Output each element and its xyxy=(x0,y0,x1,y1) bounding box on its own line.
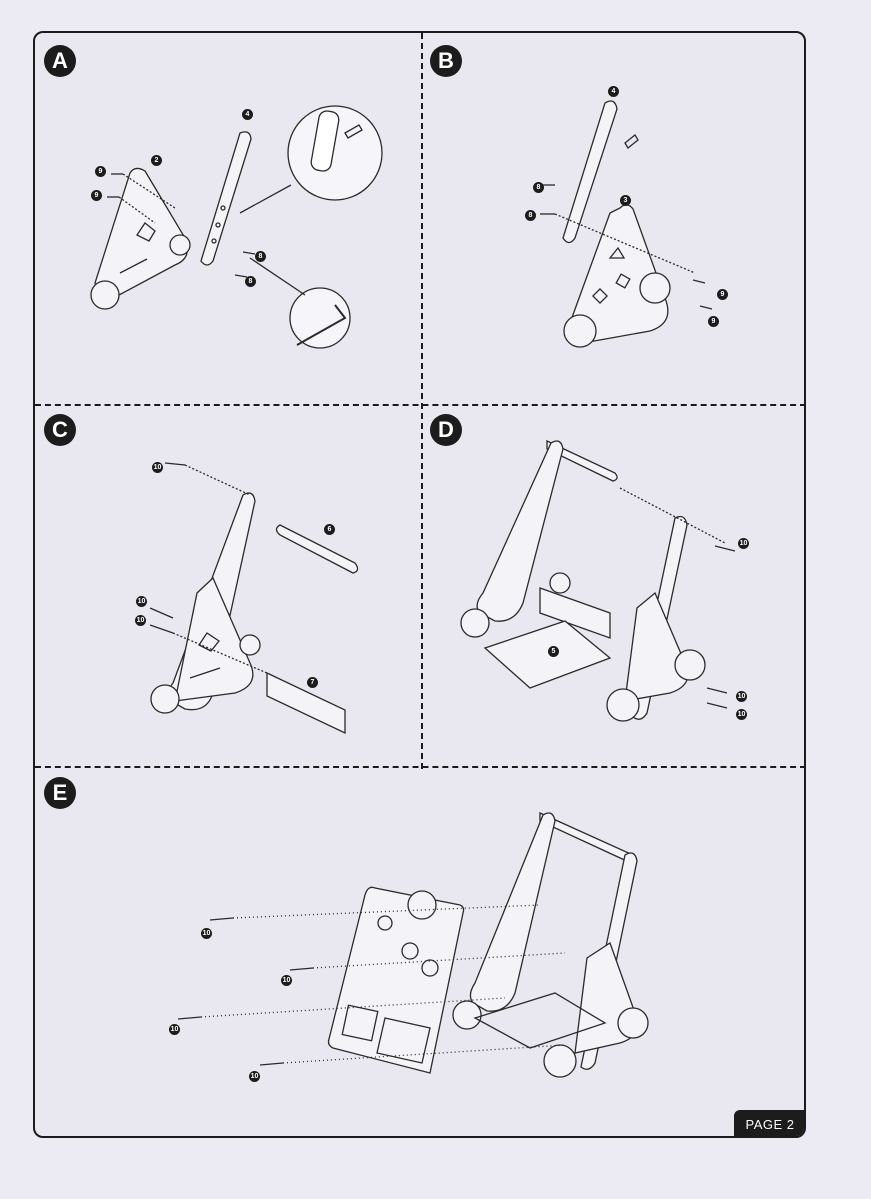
part-label: 4 xyxy=(608,86,619,97)
part-label: 4 xyxy=(242,109,253,120)
step-badge-b: B xyxy=(430,45,462,77)
part-label: 9 xyxy=(95,166,106,177)
part-label: 7 xyxy=(307,677,318,688)
step-badge-e: E xyxy=(44,777,76,809)
part-label: 8 xyxy=(525,210,536,221)
page-number: PAGE 2 xyxy=(734,1110,804,1136)
instruction-sheet: A B C D E 9 9 2 4 8 8 4 8 8 3 9 9 10 6 1… xyxy=(33,31,806,1138)
part-label: 8 xyxy=(533,182,544,193)
step-badge-c: C xyxy=(44,414,76,446)
divider-horizontal-1 xyxy=(35,404,804,406)
step-badge-d: D xyxy=(430,414,462,446)
step-d-illustration xyxy=(460,439,736,722)
divider-vertical xyxy=(421,33,423,769)
part-label: 9 xyxy=(717,289,728,300)
step-a-illustration xyxy=(90,105,383,349)
part-label: 5 xyxy=(548,646,559,657)
part-label: 10 xyxy=(736,709,747,720)
part-label: 10 xyxy=(152,462,163,473)
step-e-illustration xyxy=(177,811,649,1078)
part-label: 3 xyxy=(620,195,631,206)
part-label: 10 xyxy=(281,975,292,986)
part-label: 10 xyxy=(136,596,147,607)
part-label: 9 xyxy=(91,190,102,201)
part-label: 10 xyxy=(201,928,212,939)
part-label: 8 xyxy=(245,276,256,287)
divider-horizontal-2 xyxy=(35,766,804,768)
part-label: 6 xyxy=(324,524,335,535)
part-label: 10 xyxy=(249,1071,260,1082)
step-b-illustration xyxy=(540,100,713,348)
part-label: 8 xyxy=(255,251,266,262)
part-label: 10 xyxy=(736,691,747,702)
assembly-illustrations xyxy=(90,100,736,1078)
step-c-illustration xyxy=(149,462,359,735)
part-label: 10 xyxy=(169,1024,180,1035)
part-label: 10 xyxy=(135,615,146,626)
part-label: 9 xyxy=(708,316,719,327)
part-label: 10 xyxy=(738,538,749,549)
part-label: 2 xyxy=(151,155,162,166)
step-badge-a: A xyxy=(44,45,76,77)
